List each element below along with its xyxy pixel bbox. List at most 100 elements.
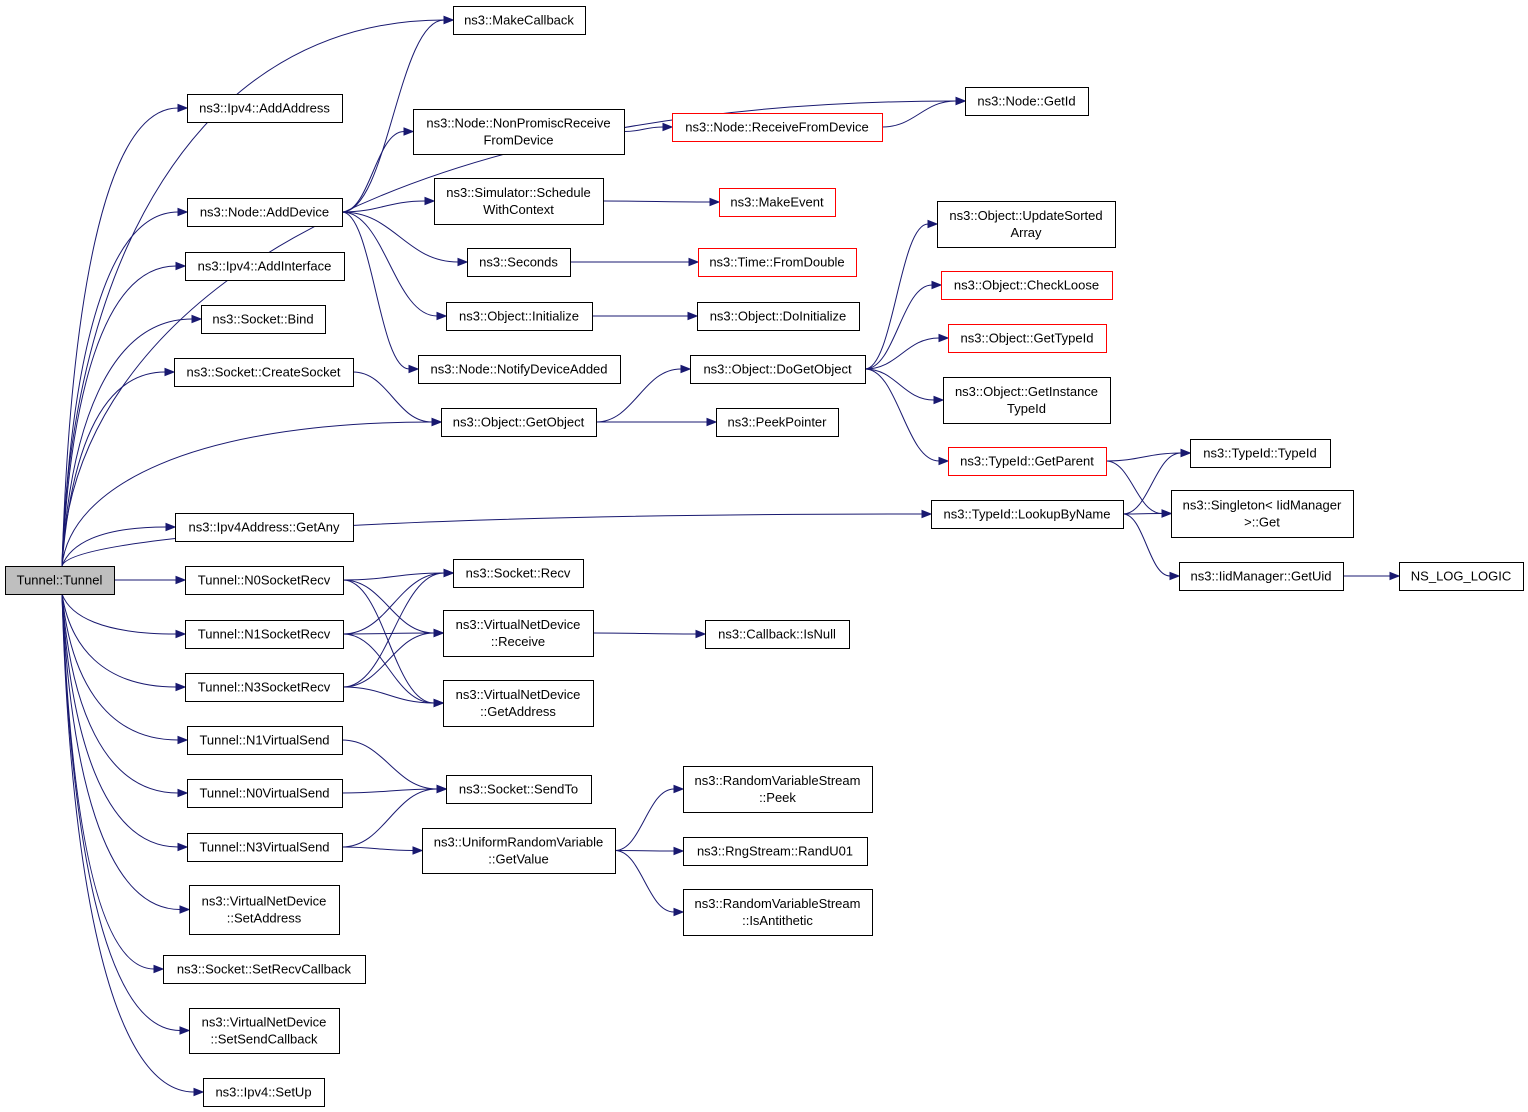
arrowhead xyxy=(706,417,718,427)
node-n3socketrecv[interactable]: Tunnel::N3SocketRecv xyxy=(185,673,344,702)
node-label: Tunnel::N3SocketRecv xyxy=(198,680,331,695)
edge-line xyxy=(864,368,935,401)
edge-line xyxy=(342,632,435,688)
edge-line xyxy=(61,526,167,567)
node-n0socketrecv[interactable]: Tunnel::N0SocketRecv xyxy=(185,566,344,595)
node-typeid-lookupbyname[interactable]: ns3::TypeId::LookupByName xyxy=(931,500,1124,529)
node-label: ns3::Node::AddDevice xyxy=(200,205,329,220)
node-singleton-get[interactable]: ns3::Singleton< IidManager>::Get xyxy=(1171,490,1354,538)
node-ipv4-addaddress[interactable]: ns3::Ipv4::AddAddress xyxy=(187,94,343,123)
node-label: ns3::TypeId::TypeId xyxy=(1203,446,1316,461)
node-box xyxy=(698,248,857,277)
node-makeevent[interactable]: ns3::MakeEvent xyxy=(719,188,836,217)
node-rngstream-randu01[interactable]: ns3::RngStream::RandU01 xyxy=(683,837,868,866)
edge-n0socketrecv-to-vnd-receive xyxy=(342,579,445,638)
node-ipv4address-getany[interactable]: ns3::Ipv4Address::GetAny xyxy=(175,513,354,542)
edge-line xyxy=(595,368,682,423)
edges-layer xyxy=(61,15,1401,1097)
node-urv-getvalue[interactable]: ns3::UniformRandomVariable::GetValue xyxy=(422,828,616,874)
node-label: NS_LOG_LOGIC xyxy=(1411,569,1511,584)
node-vnd-setaddress[interactable]: ns3::VirtualNetDevice::SetAddress xyxy=(189,885,340,935)
node-label: ns3::Ipv4::SetUp xyxy=(215,1085,311,1100)
edge-line xyxy=(61,100,957,567)
node-label: ns3::Socket::SetRecvCallback xyxy=(177,962,352,977)
node-makecallback[interactable]: ns3::MakeCallback xyxy=(453,6,586,35)
arrowhead xyxy=(1161,509,1173,518)
node-tunnel[interactable]: Tunnel::Tunnel xyxy=(5,566,115,595)
node-box xyxy=(189,885,340,935)
edge-line xyxy=(341,211,438,317)
edge-tunnel-to-ipv4-addaddress xyxy=(61,103,189,567)
edge-n3socketrecv-to-socket-recv xyxy=(342,568,455,688)
node-rvs-peek[interactable]: ns3::RandomVariableStream::Peek xyxy=(683,766,873,813)
node-object-initialize[interactable]: ns3::Object::Initialize xyxy=(446,302,593,331)
node-iidmanager-getuid[interactable]: ns3::IidManager::GetUid xyxy=(1179,562,1344,591)
node-ipv4-addinterface[interactable]: ns3::Ipv4::AddInterface xyxy=(185,252,345,281)
node-n0virtualsend[interactable]: Tunnel::N0VirtualSend xyxy=(187,779,343,808)
edge-line xyxy=(342,572,445,688)
node-label: ns3::Seconds xyxy=(479,255,558,270)
node-node-notifydeviceadded[interactable]: ns3::Node::NotifyDeviceAdded xyxy=(418,355,621,384)
node-ipv4-setup[interactable]: ns3::Ipv4::SetUp xyxy=(203,1078,325,1107)
node-n3virtualsend[interactable]: Tunnel::N3VirtualSend xyxy=(187,833,343,862)
node-box xyxy=(1399,562,1524,591)
node-vnd-getaddress[interactable]: ns3::VirtualNetDevice::GetAddress xyxy=(443,680,594,727)
edge-object-getobject-to-peekpointer xyxy=(595,417,718,427)
node-callback-isnull[interactable]: ns3::Callback::IsNull xyxy=(705,620,850,649)
node-n1virtualsend[interactable]: Tunnel::N1VirtualSend xyxy=(187,726,343,755)
edge-typeid-lookupbyname-to-singleton-get xyxy=(1122,509,1173,518)
node-box xyxy=(187,833,343,862)
node-typeid-getparent[interactable]: ns3::TypeId::GetParent xyxy=(948,447,1107,476)
edge-line xyxy=(341,739,438,790)
node-node-receivefromdevice[interactable]: ns3::Node::ReceiveFromDevice xyxy=(672,113,883,142)
node-box xyxy=(1179,562,1344,591)
arrowhead xyxy=(931,280,943,290)
node-label: ns3::Node::GetId xyxy=(977,94,1075,109)
node-time-fromdouble[interactable]: ns3::Time::FromDouble xyxy=(698,248,857,277)
edge-tunnel-to-ipv4-addinterface xyxy=(61,261,187,567)
node-n1socketrecv[interactable]: Tunnel::N1SocketRecv xyxy=(185,620,344,649)
node-peekpointer[interactable]: ns3::PeekPointer xyxy=(716,408,839,437)
arrowhead xyxy=(179,905,191,914)
node-box xyxy=(187,779,343,808)
node-seconds[interactable]: ns3::Seconds xyxy=(467,248,571,277)
node-object-getobject[interactable]: ns3::Object::GetObject xyxy=(441,408,597,437)
node-socket-setrecvcallback[interactable]: ns3::Socket::SetRecvCallback xyxy=(163,955,366,984)
edge-line xyxy=(341,846,414,851)
node-object-doinitialize[interactable]: ns3::Object::DoInitialize xyxy=(697,302,860,331)
node-box xyxy=(175,513,354,542)
edge-line xyxy=(342,572,445,581)
edge-line xyxy=(61,593,181,910)
arrowhead xyxy=(938,456,950,466)
node-ns-log-logic[interactable]: NS_LOG_LOGIC xyxy=(1399,562,1524,591)
node-label: ns3::Socket::Recv xyxy=(466,566,571,581)
node-socket-sendto[interactable]: ns3::Socket::SendTo xyxy=(446,775,592,804)
node-node-adddevice[interactable]: ns3::Node::AddDevice xyxy=(187,198,343,227)
node-label: Tunnel::N3VirtualSend xyxy=(199,840,329,855)
node-object-dogetobject[interactable]: ns3::Object::DoGetObject xyxy=(690,355,866,384)
node-vnd-receive[interactable]: ns3::VirtualNetDevice::Receive xyxy=(443,610,594,657)
node-label: >::Get xyxy=(1244,515,1280,530)
node-box xyxy=(453,559,584,588)
node-object-gettypeid[interactable]: ns3::Object::GetTypeId xyxy=(948,324,1107,353)
arrowhead xyxy=(191,314,203,324)
node-box xyxy=(174,358,354,387)
arrowhead xyxy=(177,735,189,745)
node-rvs-isantithetic[interactable]: ns3::RandomVariableStream::IsAntithetic xyxy=(683,889,873,936)
node-typeid-typeid[interactable]: ns3::TypeId::TypeId xyxy=(1190,439,1331,468)
node-vnd-setsendcallback[interactable]: ns3::VirtualNetDevice::SetSendCallback xyxy=(189,1008,340,1054)
node-object-checkloose[interactable]: ns3::Object::CheckLoose xyxy=(941,271,1113,300)
node-socket-createsocket[interactable]: ns3::Socket::CreateSocket xyxy=(174,358,354,387)
edge-line xyxy=(342,579,435,634)
nodes-layer: Tunnel::Tunnelns3::Ipv4::AddAddressns3::… xyxy=(5,6,1524,1107)
node-socket-bind[interactable]: ns3::Socket::Bind xyxy=(201,305,326,334)
node-node-getid[interactable]: ns3::Node::GetId xyxy=(965,87,1089,116)
edge-line xyxy=(341,788,438,794)
node-socket-recv[interactable]: ns3::Socket::Recv xyxy=(453,559,584,588)
arrowhead xyxy=(164,367,176,377)
node-box xyxy=(683,766,873,813)
